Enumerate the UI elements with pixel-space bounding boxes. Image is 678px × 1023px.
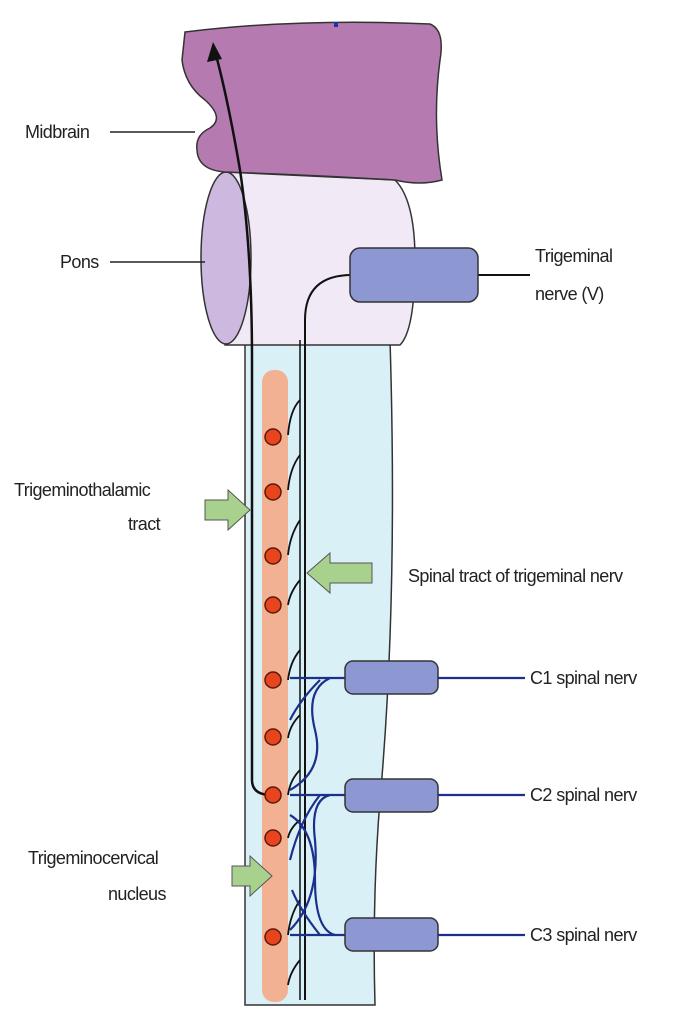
neuron	[264, 428, 282, 446]
trigeminothalamic-arrow	[204, 488, 251, 532]
neurons	[264, 428, 282, 946]
neuron	[264, 483, 282, 501]
c1-label: C1 spinal nerv	[530, 668, 637, 688]
tract-collaterals	[287, 399, 301, 986]
pons-label: Pons	[60, 252, 99, 272]
neuron	[264, 829, 282, 847]
neuron	[264, 596, 282, 614]
trigeminothalamic-label: Trigeminothalamic	[14, 480, 151, 500]
neuron	[264, 786, 282, 804]
trigeminocervical-label: Trigeminocervical	[28, 848, 158, 868]
tract-arrowhead	[207, 42, 222, 62]
trigeminal-nerve-root	[349, 247, 479, 303]
neuron	[264, 671, 282, 689]
neuron	[264, 928, 282, 946]
c2-label: C2 spinal nerv	[530, 785, 637, 805]
trigeminothalamic-label-2: tract	[128, 514, 161, 534]
trigeminal-nerve-label-2: nerve (V)	[535, 284, 604, 304]
midbrain	[181, 21, 443, 184]
c2-root	[344, 778, 439, 813]
midbrain-label: Midbrain	[25, 122, 89, 142]
trigeminal-nerve-label: Trigeminal	[535, 246, 612, 266]
top-marker	[334, 22, 338, 27]
spinal-nerve-branches	[288, 676, 525, 937]
trigeminocervical-label-2: nucleus	[108, 884, 166, 904]
c3-label: C3 spinal nerv	[530, 925, 637, 945]
trigeminocervical-arrow	[231, 854, 273, 898]
c1-root	[344, 660, 439, 695]
trigeminothalamic-tract	[214, 54, 273, 797]
spinal-tract-line	[304, 274, 353, 1000]
c3-root	[344, 917, 439, 952]
spinal-tract-arrow	[306, 551, 373, 595]
neuron	[264, 547, 282, 565]
neuron	[264, 728, 282, 746]
spinal-tract-label: Spinal tract of trigeminal nerv	[408, 566, 623, 586]
